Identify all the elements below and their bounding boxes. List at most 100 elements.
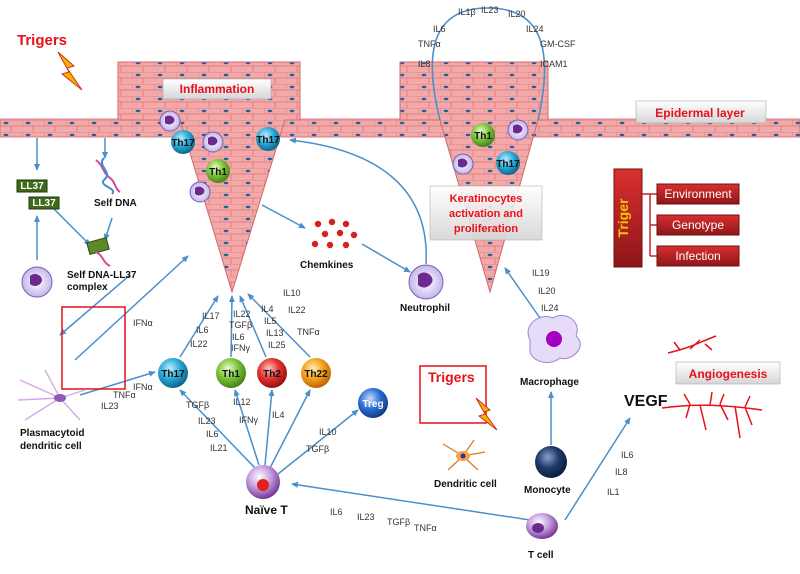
neutrophil-right	[408, 264, 444, 300]
svg-text:LL37: LL37	[20, 181, 44, 192]
macrophage-cell	[527, 314, 581, 363]
th1-out-3: IL6	[232, 332, 245, 342]
complex-label-1: Self DNA-LL37	[67, 270, 137, 281]
naive-t-cell	[246, 465, 280, 499]
cyto-il6: IL6	[433, 24, 446, 34]
lightning-icon	[57, 51, 83, 91]
t-cell-label: T cell	[528, 550, 554, 561]
th17-low: Th17	[158, 358, 188, 388]
trigers-top-label: Trigers	[17, 32, 67, 49]
treg-cell: Treg	[358, 388, 388, 418]
angiogenesis-panel: Angiogenesis	[675, 361, 781, 385]
cyto-il1b: IL1β	[458, 7, 476, 17]
naive-t-label: Naïve T	[245, 503, 288, 517]
self-dna-label: Self DNA	[94, 198, 137, 209]
neutrophil-epi-r2	[452, 153, 474, 175]
th17-out-3: IL22	[190, 339, 208, 349]
pdc-icon	[17, 369, 86, 421]
svg-text:Th1: Th1	[474, 131, 492, 142]
triger-item-infection: Infection	[675, 249, 720, 263]
triger-item-environment: Environment	[664, 187, 732, 201]
left-ifna-b: IFNα	[133, 382, 153, 392]
triger-box: Triger Environment Genotype Infection	[613, 168, 740, 268]
th22-out-2: IL22	[288, 305, 306, 315]
neutrophil-icon-left	[21, 266, 53, 298]
chemokines-cluster	[311, 218, 358, 249]
chemkines-label: Chemkines	[300, 260, 354, 271]
complex-icon	[86, 237, 111, 267]
neutrophil-epi-r1	[507, 119, 529, 141]
keratinocytes-panel: Keratinocytes activation and proliferati…	[429, 185, 543, 241]
triger-item-genotype: Genotype	[672, 218, 724, 232]
mac-out-3: IL24	[541, 303, 559, 313]
n-th17-2: IL23	[198, 416, 216, 426]
th1-epi-a: Th1	[206, 159, 230, 183]
cyto-il24: IL24	[526, 24, 544, 34]
effector-arrows	[179, 293, 359, 475]
n-th2-1: IL4	[272, 410, 285, 420]
th1-out-4: IFNγ	[231, 343, 250, 353]
left-il23: IL23	[101, 401, 119, 411]
th2-out-1: IL4	[261, 304, 274, 314]
tc-naive-2: IL23	[357, 512, 375, 522]
epidermal-layer-label: Epidermal layer	[655, 106, 745, 120]
ll37-box-a: LL37	[16, 179, 48, 193]
mac-out-2: IL20	[538, 286, 556, 296]
inflammation-label-panel: Inflammation	[162, 78, 272, 100]
tc-vegf-2: IL8	[615, 467, 628, 477]
keratinocyte-loop: IL1β IL23 IL20 IL6 IL24 TNFα GM-CSF IL8 …	[418, 5, 576, 121]
cyto-gmcsf: GM-CSF	[540, 39, 576, 49]
svg-text:Th22: Th22	[304, 369, 328, 380]
neutrophil-epi-b	[202, 131, 224, 153]
pdc-label-2: dendritic cell	[20, 441, 82, 452]
mid-arrows	[261, 137, 427, 273]
red-frame-left	[61, 306, 126, 390]
monocyte-cell	[535, 446, 567, 478]
n-treg-2: TGFβ	[306, 444, 329, 454]
svg-text:Th17: Th17	[171, 138, 195, 149]
cyto-il8: IL8	[418, 59, 431, 69]
n-th17-4: IL21	[210, 443, 228, 453]
t-cell	[526, 513, 558, 539]
n-th17-3: IL6	[206, 429, 219, 439]
neutrophil-label: Neutrophil	[400, 303, 450, 314]
tc-naive-3: TGFβ	[387, 517, 410, 527]
epidermal-label-panel: Epidermal layer	[635, 100, 767, 124]
th17-epi-a: Th17	[171, 130, 195, 154]
th2-out-2: IL5	[264, 316, 277, 326]
svg-text:Th17: Th17	[496, 159, 520, 170]
th2-out-4: IL25	[268, 340, 286, 350]
th1-low: Th1	[216, 358, 246, 388]
th1-epi-right: Th1	[471, 123, 495, 147]
red-frame-mid	[419, 365, 487, 424]
th22-out-1: IL10	[283, 288, 301, 298]
n-th1-1: IL12	[233, 397, 251, 407]
pdc-label-1: Plasmacytoid	[20, 428, 84, 439]
right-arrows	[291, 267, 631, 521]
th17-epi-b: Th17	[256, 127, 280, 151]
inflammation-label: Inflammation	[180, 82, 255, 96]
th22-low: Th22	[301, 358, 331, 388]
tc-vegf-1: IL6	[621, 450, 634, 460]
keratinocytes-line-3: proliferation	[454, 223, 518, 235]
triger-box-title: Triger	[615, 198, 631, 237]
monocyte-label: Monocyte	[524, 485, 571, 496]
complex-label-2: complex	[67, 282, 108, 293]
svg-text:Th1: Th1	[222, 369, 240, 380]
th1-out-1: IL22	[233, 309, 251, 319]
th22-out-3: TNFα	[297, 327, 320, 337]
macrophage-label: Macrophage	[520, 377, 579, 388]
right-rete-ridge	[399, 61, 549, 294]
left-arrows	[34, 138, 189, 396]
tc-naive-1: IL6	[330, 507, 343, 517]
svg-text:Treg: Treg	[362, 399, 383, 410]
vegf-label: VEGF	[624, 393, 668, 410]
cyto-il20: IL20	[508, 9, 526, 19]
keratinocytes-line-2: activation and	[449, 208, 523, 220]
tc-vegf-3: IL1	[607, 487, 620, 497]
n-th1-2: IFNγ	[239, 415, 258, 425]
trigers-mid-label: Trigers	[428, 369, 475, 385]
dendritic-cell-icon	[442, 439, 486, 471]
cyto-tnfa: TNFα	[418, 39, 441, 49]
dendritic-label: Dendritic cell	[434, 479, 497, 490]
